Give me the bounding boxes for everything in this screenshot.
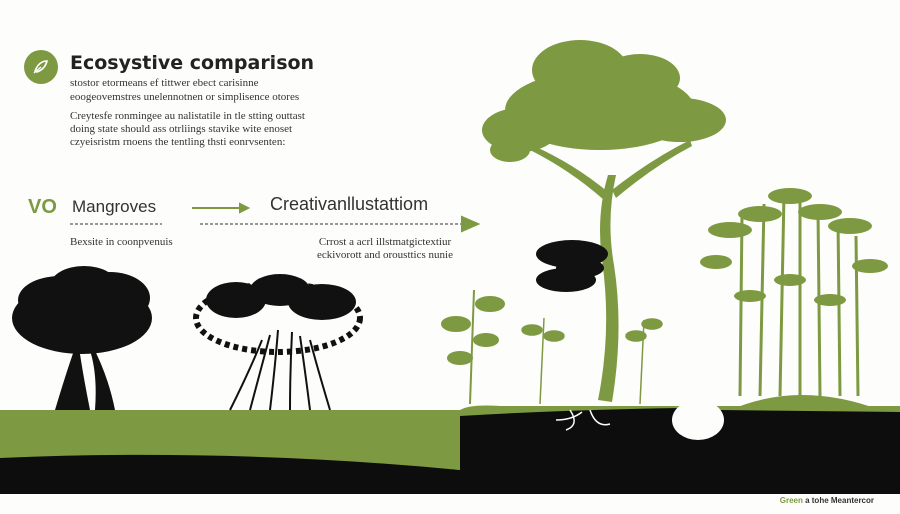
- page-title: Ecosystive comparison: [70, 52, 315, 74]
- black-ground: [0, 408, 900, 494]
- footer-text: a tohe Meantercor: [805, 496, 874, 505]
- bamboo-grove: [700, 188, 888, 397]
- arrow-1: [192, 202, 251, 214]
- dark-foliage: [536, 240, 608, 292]
- creative-caption: Crrost a acrl illstmatgictextiur eckivor…: [317, 236, 453, 261]
- mangrove-tree: [12, 266, 152, 410]
- footer-accent: Green: [779, 496, 803, 505]
- green-ground: [0, 405, 900, 470]
- intro-paragraph: Creytesfe ronmingee au nalistatile in tl…: [70, 110, 305, 148]
- fern: [521, 317, 663, 405]
- comparison-prefix: VO: [28, 196, 57, 218]
- sapling: [441, 289, 505, 405]
- rainforest-shrub: [229, 329, 331, 411]
- page-subtitle: stostor etormeans ef tittwer ebect caris…: [70, 77, 300, 103]
- mangroves-label: Mangroves: [72, 197, 157, 216]
- roots: [555, 409, 611, 431]
- rainforest-canopy: [193, 274, 363, 355]
- bamboo-mound: [730, 395, 880, 410]
- tall-canopy-tree: [482, 40, 726, 402]
- ground-hollow: [672, 400, 724, 440]
- mangroves-caption: Bexsite in coonpvenuis: [70, 236, 173, 248]
- creative-label: Creativanllustattiom: [270, 194, 429, 214]
- leaf-in-hand-icon: [24, 50, 58, 84]
- arrow-2: [200, 215, 481, 233]
- footer-credit: Green a tohe Meantercor: [780, 496, 874, 505]
